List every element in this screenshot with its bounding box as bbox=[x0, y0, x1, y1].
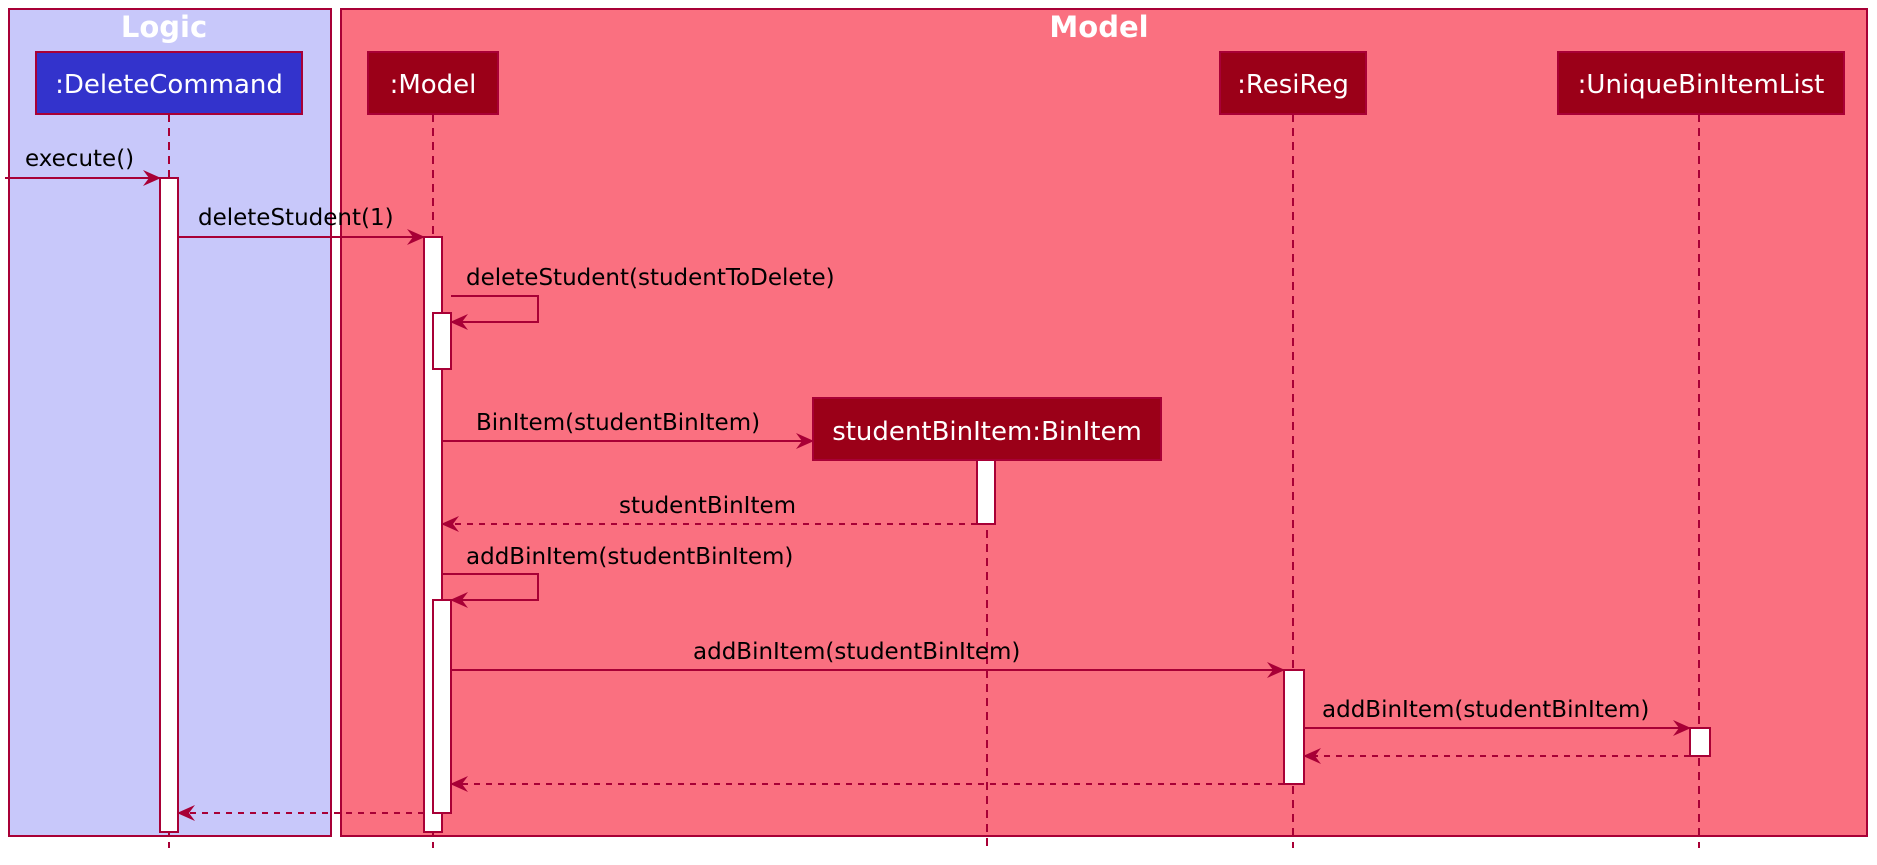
participant-delete-command: :DeleteCommand bbox=[35, 51, 303, 115]
activation-model-delete-student bbox=[432, 312, 452, 370]
participant-student-bin-item-label: studentBinItem:BinItem bbox=[832, 417, 1142, 447]
message-bin-item-constructor-label: BinItem(studentBinItem) bbox=[476, 410, 760, 436]
messages: execute() deleteStudent(1) deleteStudent… bbox=[5, 146, 1691, 821]
message-add-bin-item-list-label: addBinItem(studentBinItem) bbox=[1322, 697, 1649, 723]
participant-unique-bin-item-list-label: :UniqueBinItemList bbox=[1578, 70, 1825, 100]
participant-unique-bin-item-list: :UniqueBinItemList bbox=[1557, 51, 1845, 115]
participant-delete-command-label: :DeleteCommand bbox=[55, 70, 283, 100]
participant-model: :Model bbox=[367, 51, 499, 115]
model-box-title: Model bbox=[1049, 10, 1148, 44]
participant-unique-bin-item-list-box bbox=[1557, 51, 1845, 115]
participant-resireg-label: :ResiReg bbox=[1237, 70, 1349, 100]
message-delete-student-index-label: deleteStudent(1) bbox=[198, 205, 394, 231]
participant-model-box bbox=[367, 51, 499, 115]
message-execute-label: execute() bbox=[25, 146, 134, 172]
participant-delete-command-box bbox=[35, 51, 303, 115]
activation-unique-bin-item-list bbox=[1689, 727, 1711, 757]
message-add-bin-item-self-arrow bbox=[442, 573, 539, 608]
message-delete-student-target-label: deleteStudent(studentToDelete) bbox=[466, 265, 835, 291]
message-student-bin-item-return-label: studentBinItem bbox=[619, 493, 796, 519]
activation-delete-command bbox=[159, 177, 179, 833]
activation-student-bin-item bbox=[976, 459, 996, 525]
activation-resireg bbox=[1283, 669, 1305, 785]
participant-resireg-box bbox=[1219, 51, 1367, 115]
participant-model-label: :Model bbox=[390, 70, 477, 100]
message-delete-student-target-arrow bbox=[450, 295, 539, 330]
logic-box-title: Logic bbox=[121, 10, 207, 44]
message-add-bin-item-resireg-label: addBinItem(studentBinItem) bbox=[693, 639, 1020, 665]
participant-resireg: :ResiReg bbox=[1219, 51, 1367, 115]
activations bbox=[159, 177, 1711, 833]
message-add-bin-item-self-label: addBinItem(studentBinItem) bbox=[466, 544, 793, 570]
participant-student-bin-item: studentBinItem:BinItem bbox=[812, 397, 1162, 461]
activation-model-add-bin-item bbox=[432, 599, 452, 814]
